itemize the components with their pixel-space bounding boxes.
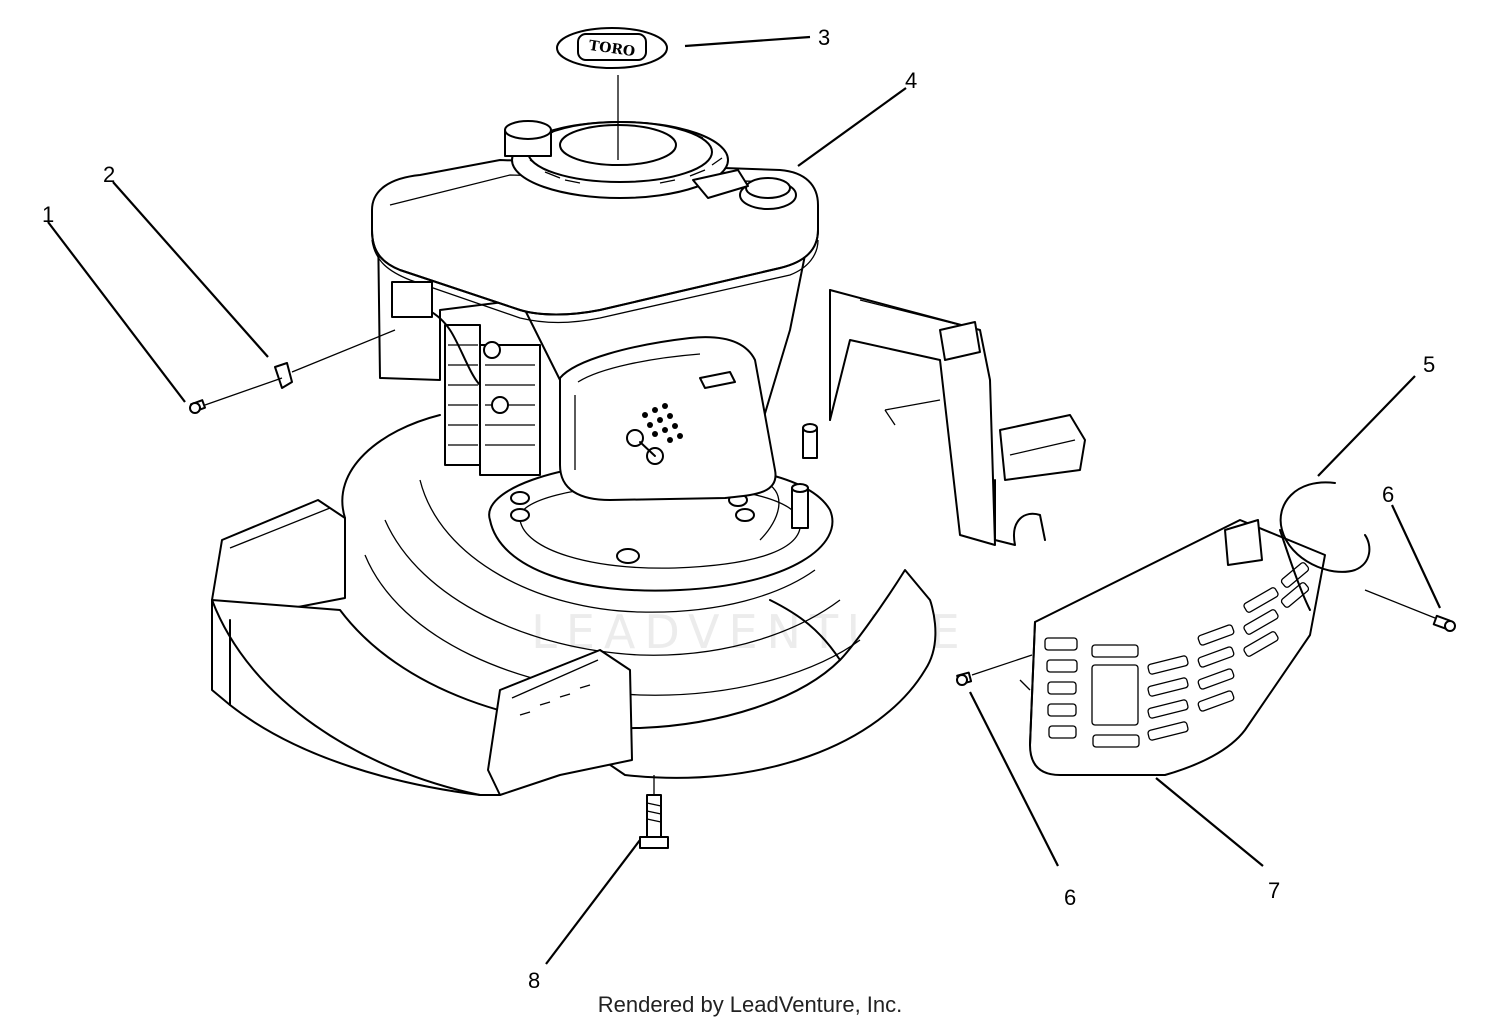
callout-labels: 1 2 3 4 5 6 6 7 8	[42, 25, 1435, 993]
deflector-slots	[1044, 562, 1310, 748]
clip-part-2	[274, 362, 293, 389]
decal-toro: TORO	[556, 27, 668, 69]
callout-7: 7	[1268, 878, 1280, 903]
screw-part-6-left	[956, 671, 973, 686]
bolt-part-8	[639, 794, 669, 849]
callout-6a: 6	[1382, 482, 1394, 507]
grass-deflector	[1029, 519, 1326, 776]
muffler-grille	[642, 403, 683, 443]
callout-5: 5	[1423, 352, 1435, 377]
callout-4: 4	[905, 68, 917, 93]
screw-part-6-right	[1432, 614, 1456, 632]
callout-8: 8	[528, 968, 540, 993]
callout-leaders	[47, 35, 1441, 965]
callout-6b: 6	[1064, 885, 1076, 910]
spring-part-5	[1279, 481, 1371, 611]
cylinder-fins	[444, 324, 541, 476]
decal-text: TORO	[588, 38, 636, 60]
callout-2: 2	[103, 162, 115, 187]
callout-3: 3	[818, 25, 830, 50]
callout-1: 1	[42, 202, 54, 227]
engine-assembly	[371, 120, 819, 501]
mower-deck	[211, 289, 1086, 796]
screw-part-1	[189, 399, 207, 414]
render-credit: Rendered by LeadVenture, Inc.	[597, 992, 903, 1017]
